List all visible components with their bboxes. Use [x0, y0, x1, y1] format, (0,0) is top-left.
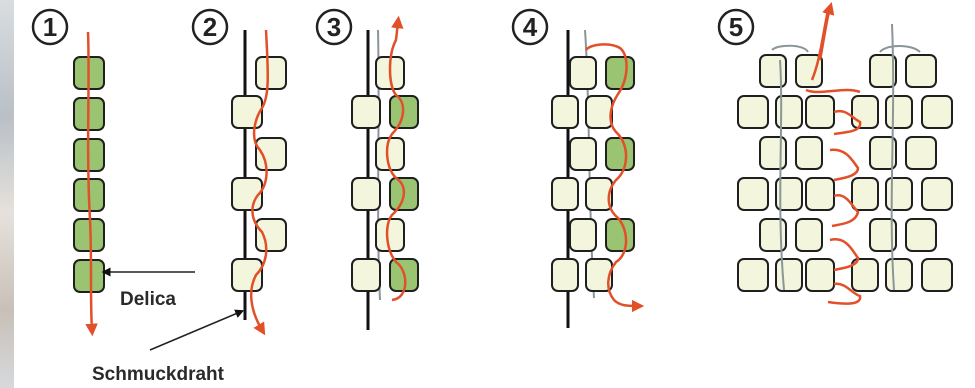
schmuckdraht-callout: Schmuckdraht — [92, 309, 245, 385]
step-1-thread — [85, 31, 98, 337]
step-5-beads — [737, 54, 953, 292]
step-4-marker: 4 — [511, 8, 549, 46]
step-1-number: 1 — [43, 12, 57, 42]
step-5-thread-exit — [818, 1, 835, 61]
step-3-number: 3 — [327, 12, 341, 42]
step-2-marker: 2 — [191, 8, 229, 46]
step-4-thread — [584, 43, 645, 313]
step-4-group: 4 — [511, 8, 645, 328]
step-2-group: 2 Schmuckdraht — [92, 8, 287, 385]
delica-callout: Delica — [101, 267, 195, 310]
step-2-beads — [231, 56, 287, 292]
step-3-marker: 3 — [315, 8, 353, 46]
step-5-number: 5 — [729, 12, 743, 42]
step-1-group: 1 Delica — [31, 8, 195, 337]
left-edge-texture — [0, 0, 14, 388]
step-2-thread — [249, 29, 270, 336]
step-4-beads — [551, 56, 635, 292]
step-3-beads — [351, 56, 419, 292]
step-4-number: 4 — [523, 12, 538, 42]
step-1-marker: 1 — [31, 8, 69, 46]
schmuckdraht-label: Schmuckdraht — [92, 364, 225, 385]
step-3-thread — [385, 15, 407, 302]
delica-label: Delica — [120, 289, 176, 310]
step-3-group: 3 — [315, 8, 419, 330]
step-5-group: 5 — [717, 1, 953, 305]
step-5-thread — [805, 9, 862, 305]
step-2-number: 2 — [203, 12, 217, 42]
step-5-marker: 5 — [717, 8, 755, 46]
step-5-grey-threads — [771, 23, 921, 291]
